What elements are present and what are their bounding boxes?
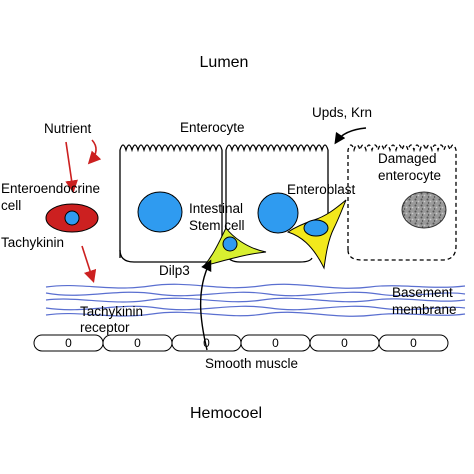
nutrient-label: Nutrient xyxy=(44,121,92,136)
enterocyte-label: Enterocyte xyxy=(180,120,245,135)
stem-cell-nucleus xyxy=(222,236,238,252)
enteroendocrine-label-line2: cell xyxy=(1,198,21,213)
enterocyte-nucleus-1 xyxy=(137,191,183,233)
damaged-enterocyte-label-line2: enterocyte xyxy=(378,168,441,183)
damaged-enterocyte-cell xyxy=(347,144,457,261)
hemocoel-label: Hemocoel xyxy=(190,405,262,422)
upds-krn-label: Upds, Krn xyxy=(312,105,372,120)
smooth-muscle-cell-label: 0 xyxy=(341,336,348,350)
upds-krn-arrow xyxy=(334,127,367,145)
tachykinin-label: Tachykinin xyxy=(1,235,64,250)
tachykinin-receptor-label-line2: receptor xyxy=(80,320,130,335)
dilp3-label: Dilp3 xyxy=(159,263,190,278)
dilp3-arrow xyxy=(199,259,212,351)
smooth-muscle-cell-label: 0 xyxy=(272,336,279,350)
enterocyte-nucleus-2 xyxy=(257,192,299,234)
damaged-nucleus xyxy=(401,191,447,229)
smooth-muscle-cell-label: 0 xyxy=(65,336,72,350)
enteroblast-label: Enteroblast xyxy=(287,182,356,197)
smooth-muscle-cell xyxy=(378,334,449,352)
stem-cell-label-line1: Intestinal xyxy=(189,201,243,216)
stem-cell-label-line2: Stem cell xyxy=(189,218,245,233)
nutrient-arrow-1 xyxy=(65,141,78,194)
smooth-muscle-cell-label: 0 xyxy=(203,336,210,350)
basement-membrane-label-line2: membrane xyxy=(392,302,457,317)
smooth-muscle-cell-label: 0 xyxy=(410,336,417,350)
smooth-muscle-label: Smooth muscle xyxy=(205,356,298,371)
tachykinin-receptor-label-line1: Tachykinin xyxy=(80,304,143,319)
enteroblast-nucleus xyxy=(303,219,329,237)
enteroendocrine-nucleus xyxy=(64,210,80,226)
basement-membrane-label-line1: Basement xyxy=(392,285,453,300)
tachykinin-arrow xyxy=(81,245,97,284)
smooth-muscle-cell-label: 0 xyxy=(134,336,141,350)
nutrient-arrow-2 xyxy=(87,139,102,165)
smooth-muscle-row: 0 0 0 0 0 0 xyxy=(33,334,449,352)
basement-membrane xyxy=(45,283,466,317)
damaged-enterocyte-label-line1: Damaged xyxy=(378,151,437,166)
enteroendocrine-label-line1: Enteroendocrine xyxy=(1,181,100,196)
lumen-label: Lumen xyxy=(200,54,249,71)
